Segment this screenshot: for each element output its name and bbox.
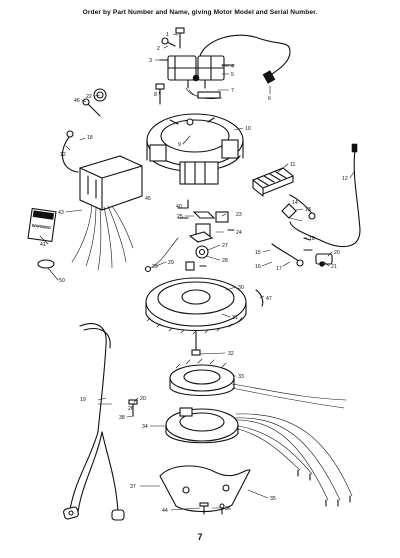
callout-38: 38	[119, 415, 125, 421]
callout-4: 4	[231, 64, 234, 70]
callout-46: 45	[145, 196, 151, 202]
callout-41: 40	[176, 204, 182, 210]
callout-17: 17	[276, 266, 282, 272]
callout-27: 27	[222, 243, 228, 249]
warning-decal: WARNING	[27, 207, 57, 243]
callout-22: 22	[86, 94, 92, 100]
stator	[169, 358, 235, 396]
callout-24: 24	[236, 230, 242, 236]
right-lead-wire	[271, 143, 361, 267]
callout-44: 43	[58, 210, 64, 216]
left-lead-wire	[61, 88, 107, 173]
callout-34: 34	[142, 424, 148, 430]
retainer-plate	[159, 465, 251, 513]
callout-3: 3	[149, 58, 152, 64]
callout-29: 29	[168, 260, 174, 266]
callout-30: 30	[238, 285, 244, 291]
callout-25: 25	[177, 214, 183, 220]
callout-9: 9	[178, 142, 181, 148]
callout-36: 36	[225, 506, 231, 512]
callout-33: 33	[238, 374, 244, 380]
callout-23: 23	[236, 212, 242, 218]
callout-18-left: 18	[87, 135, 93, 141]
callout-2: 2	[157, 46, 160, 52]
callout-37: 37	[130, 484, 136, 490]
terminal-block	[251, 167, 295, 197]
callout-20-left: 20	[140, 396, 146, 402]
armature-plate	[146, 113, 244, 185]
callout-labels: 1 2 3 4 5 6 7 8 9 10 11 12 12 13 14 15 1…	[40, 32, 348, 514]
callout-47: 46	[74, 98, 80, 104]
callout-21: 21	[331, 264, 337, 270]
callout-1: 1	[166, 32, 169, 38]
callout-14: 14	[292, 200, 298, 206]
switch-box-harness	[71, 204, 134, 271]
callout-50: 50	[59, 278, 65, 284]
callout-40: 39	[152, 264, 158, 270]
callout-48: 47	[266, 296, 272, 302]
callout-16: 16	[255, 264, 261, 270]
callout-leaders	[39, 33, 355, 511]
ground-lead	[63, 323, 125, 521]
callout-11: 11	[290, 162, 295, 168]
callout-6: 6	[268, 96, 271, 102]
callout-10: 10	[245, 126, 251, 132]
callout-32: 32	[228, 351, 234, 357]
timing-components	[144, 199, 235, 273]
page-number: 7	[197, 532, 203, 542]
callout-26: 26	[128, 406, 134, 412]
callout-5: 5	[231, 72, 234, 78]
callout-15: 15	[255, 250, 261, 256]
callout-7: 7	[231, 88, 234, 94]
callout-35: 35	[270, 496, 276, 502]
order-instruction-header: Order by Part Number and Name, giving Mo…	[82, 9, 318, 16]
timer-base	[165, 407, 239, 444]
callout-12-right: 12	[342, 176, 348, 182]
callout-12-left: 12	[60, 152, 66, 158]
stator-leads	[221, 383, 353, 507]
warning-decal-text: WARNING	[32, 223, 52, 231]
ignition-coil-assembly	[159, 55, 235, 89]
callout-45: 44	[162, 508, 168, 514]
callout-31: 31	[232, 315, 238, 321]
callout-18-right: 18	[309, 236, 315, 242]
coil-wire-bundle	[185, 87, 223, 100]
callout-8: 8	[154, 92, 157, 98]
callout-13: 13	[305, 207, 311, 213]
high-tension-lead	[199, 34, 291, 84]
callout-19: 19	[80, 397, 86, 403]
small-clips	[37, 259, 264, 307]
callout-20-right: 20	[334, 250, 340, 256]
switch-box	[79, 155, 143, 211]
callout-43: 41	[40, 242, 46, 248]
flywheel	[145, 277, 247, 356]
callout-28: 28	[222, 258, 228, 264]
